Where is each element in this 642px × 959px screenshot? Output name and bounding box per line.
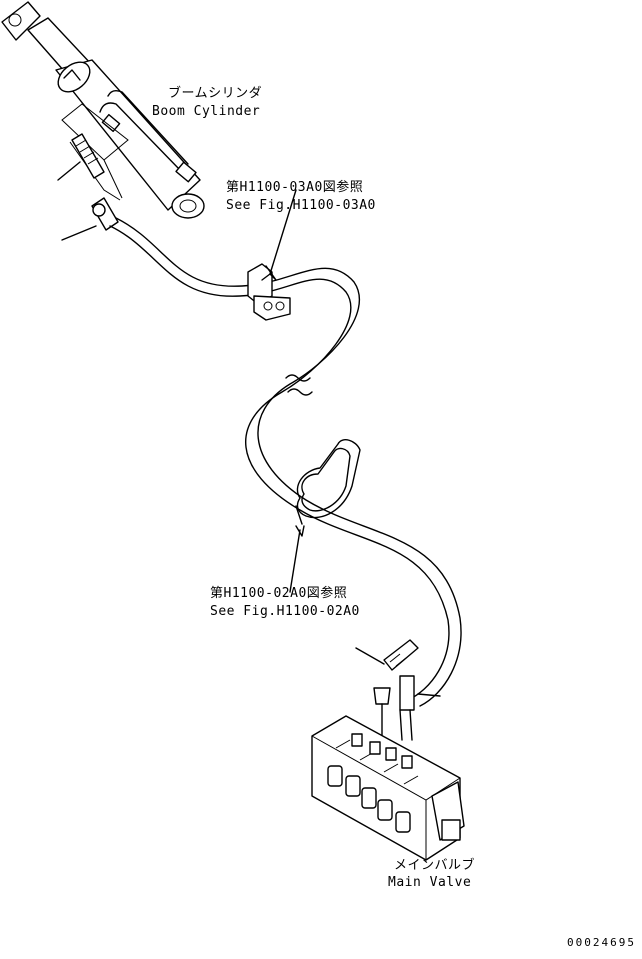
boom-cylinder-label-jp: ブームシリンダ	[168, 86, 263, 101]
hose-clamp-middle	[289, 439, 361, 593]
reference-top-label-jp: 第H1100-03A0図参照	[226, 180, 364, 195]
main-valve-label-en: Main Valve	[388, 875, 472, 890]
hose-clamp-top	[247, 189, 297, 321]
document-number: 00024695	[567, 936, 636, 949]
reference-middle-label-jp: 第H1100-02A0図参照	[210, 586, 348, 601]
reference-middle-label-en: See Fig.H1100-02A0	[210, 604, 360, 619]
hose-fittings-top	[57, 133, 119, 241]
main-valve	[311, 715, 465, 861]
boom-cylinder-label-en: Boom Cylinder	[152, 104, 261, 119]
main-valve-label-jp: メインバルブ	[394, 858, 476, 873]
reference-top-label-en: See Fig.H1100-03A0	[226, 198, 376, 213]
hydraulic-hoses	[109, 217, 462, 741]
boom-cylinder	[1, 1, 205, 219]
